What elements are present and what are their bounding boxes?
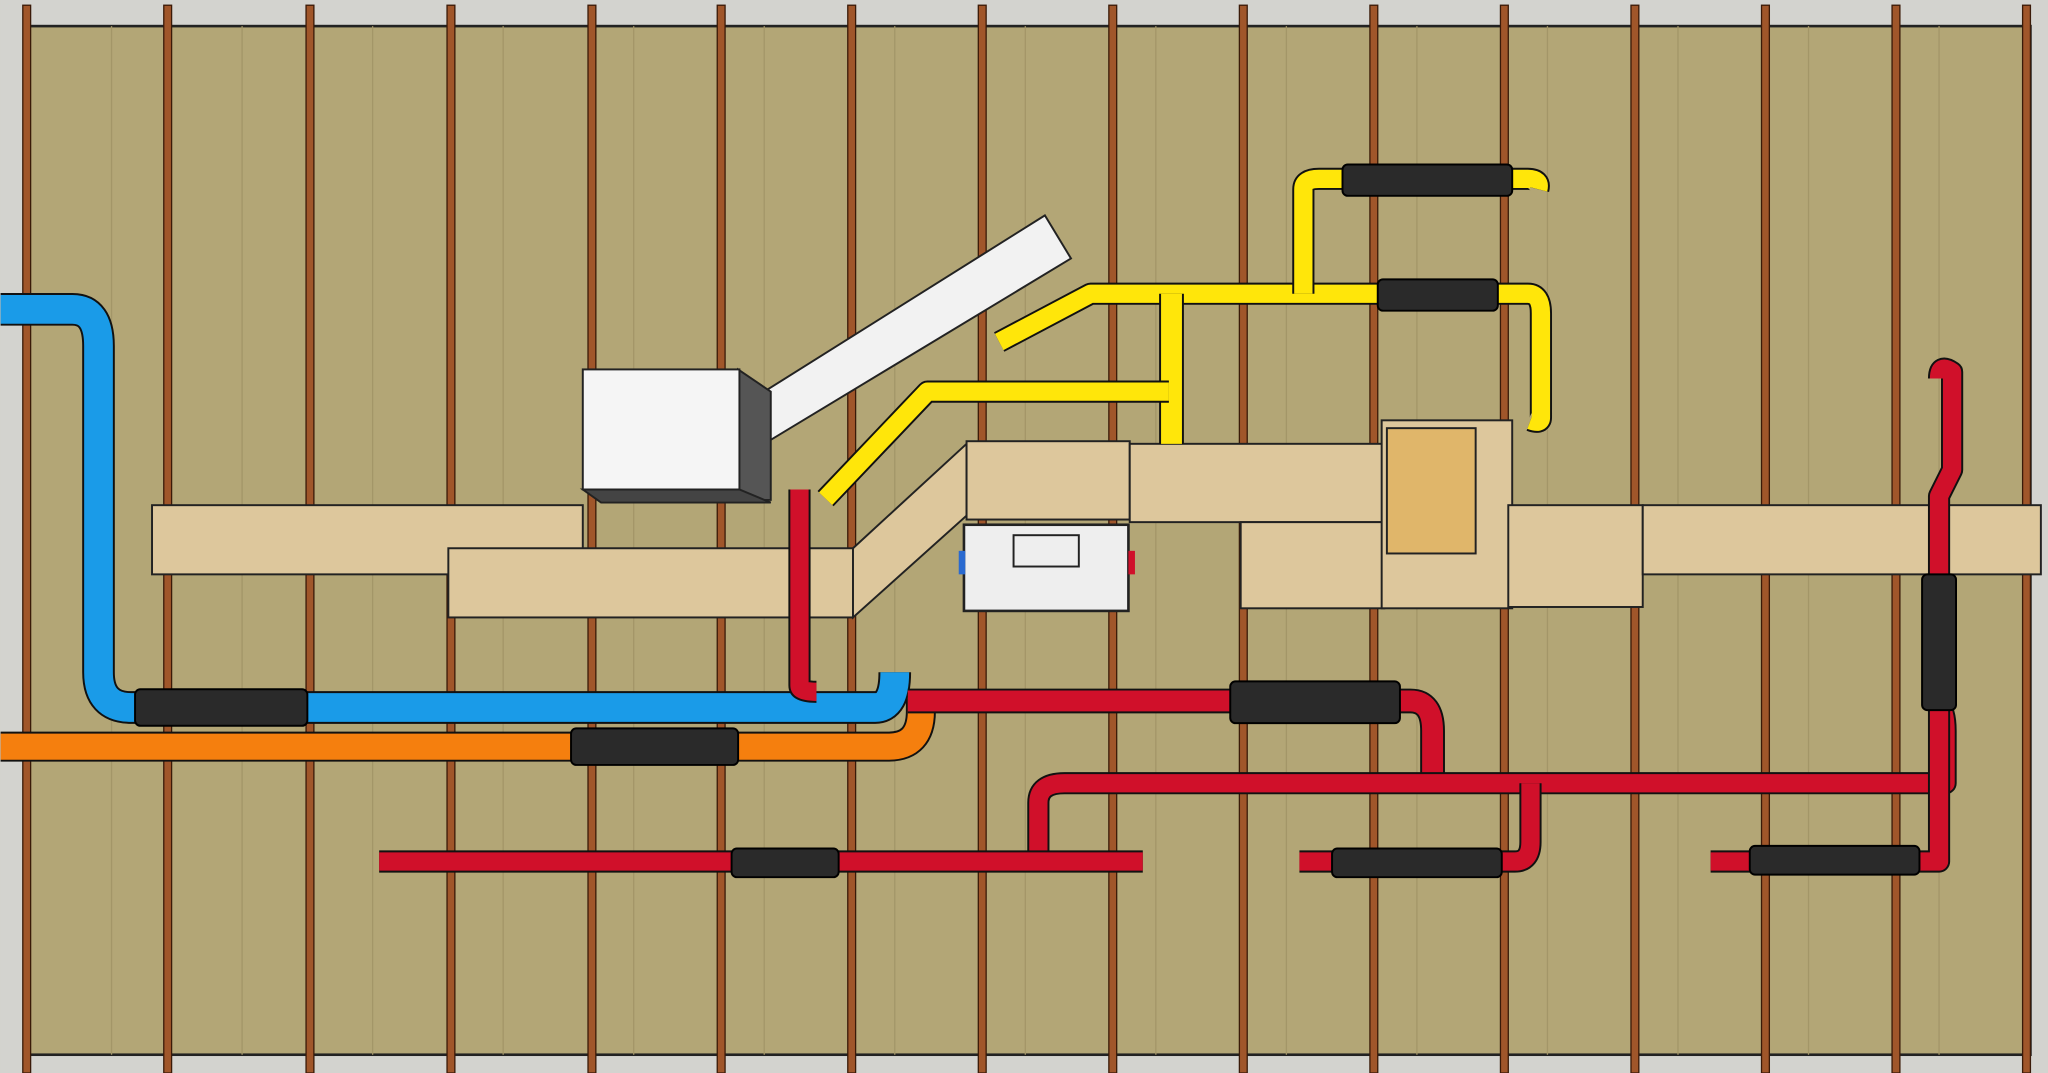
beam-lower-left <box>447 547 854 619</box>
yellow-pipe-lower <box>817 380 1169 507</box>
joist <box>847 4 857 1073</box>
pipe-insulation-sleeve <box>1921 573 1958 712</box>
yellow-pipe-main <box>994 282 1553 433</box>
pipe-insulation-sleeve <box>1331 847 1503 879</box>
pipe-insulation-sleeve <box>134 688 309 727</box>
blue-pipe <box>0 293 912 724</box>
pipe-insulation-sleeve <box>1341 163 1514 197</box>
joist <box>587 4 597 1073</box>
red-pipe-main <box>907 688 1445 784</box>
red-pipe-right-riser <box>1710 357 1964 873</box>
beam-center-right <box>1128 442 1386 524</box>
red-pipe-lower-mid <box>1299 783 1542 873</box>
duct-box-side <box>737 367 772 501</box>
duct-box <box>581 368 741 491</box>
joist <box>716 4 726 1073</box>
hvac-duct <box>579 214 1073 504</box>
cork-panel <box>1385 427 1477 555</box>
pipe-insulation-sleeve <box>570 727 740 766</box>
joist <box>22 4 32 1073</box>
beam-right-block <box>1507 504 1644 608</box>
electrical-panel <box>958 523 1135 613</box>
beams <box>151 419 2042 620</box>
red-pipe-riser <box>788 489 817 703</box>
pipe-insulation-sleeve <box>1748 844 1921 876</box>
beam-block <box>1239 521 1386 610</box>
pipe-insulation-sleeve <box>1229 680 1401 725</box>
pipe-insulation-sleeve <box>1376 278 1499 312</box>
beam-right <box>1641 504 2042 576</box>
yellow-pipe-top <box>1292 167 1550 294</box>
pipe-insulation-sleeve <box>730 847 840 879</box>
beam-center <box>965 440 1131 521</box>
